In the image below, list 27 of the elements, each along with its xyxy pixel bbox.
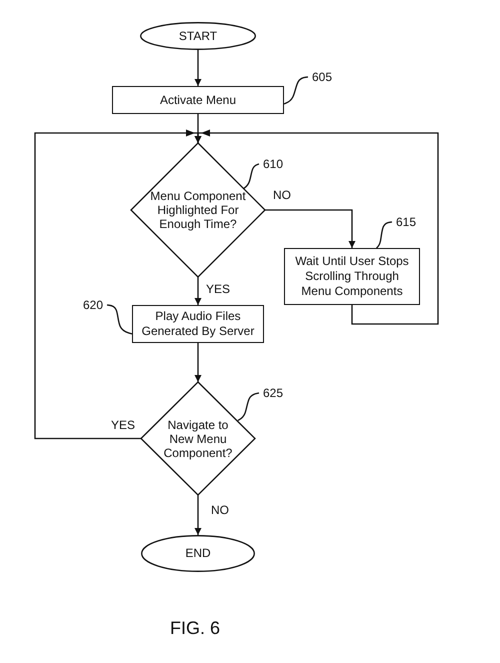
leader-line	[376, 221, 392, 248]
leader-line	[284, 76, 308, 105]
process-box: Wait Until User Stops Scrolling Through Menu Components	[284, 248, 420, 305]
terminal-oval: END	[141, 535, 255, 572]
arrow	[194, 277, 202, 305]
arrow	[194, 343, 202, 382]
arrow	[34, 130, 202, 440]
leader-line	[238, 392, 260, 421]
edge-label: NO	[272, 188, 292, 202]
leader-line	[243, 163, 260, 190]
arrow	[194, 50, 202, 86]
edge-label: YES	[205, 282, 232, 296]
arrow	[265, 209, 356, 248]
arrow	[194, 495, 202, 535]
callout-number: 625	[259, 385, 287, 401]
figure-label: FIG. 6	[170, 618, 220, 639]
callout-number: 620	[79, 297, 107, 313]
process-box: Activate Menu	[112, 86, 284, 114]
process-box: Play Audio Files Generated By Server	[132, 305, 264, 343]
decision-diamond: Menu Component Highlighted For Enough Time?	[131, 143, 265, 277]
edge-label: YES	[110, 418, 136, 432]
callout-number: 615	[392, 214, 420, 230]
callout-number: 605	[308, 69, 336, 85]
decision-diamond: Navigate to New Menu Component?	[141, 382, 255, 495]
leader-line	[106, 304, 132, 334]
edge-label: NO	[210, 503, 230, 517]
terminal-oval: START	[140, 22, 256, 50]
